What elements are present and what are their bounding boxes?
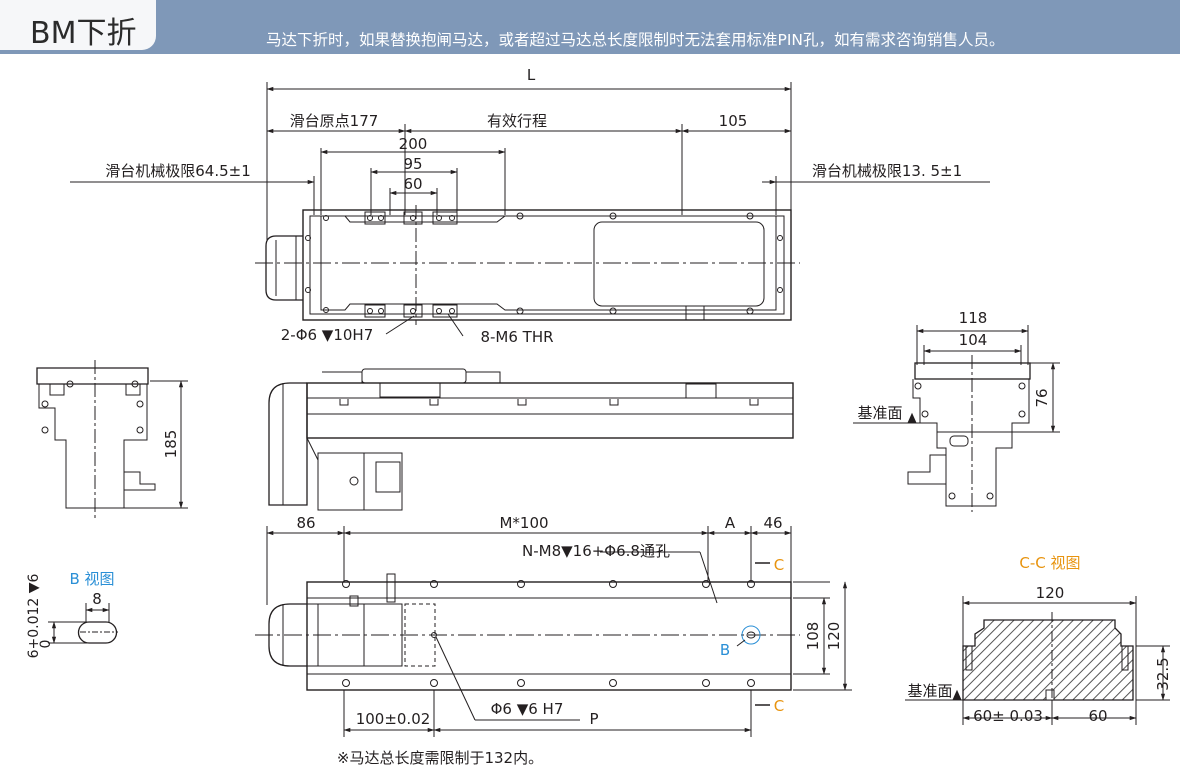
view-mark-b: B: [720, 641, 730, 659]
cc-dim-120: 120: [1036, 584, 1065, 602]
section-mark-c-top: C: [774, 556, 784, 574]
dim-200: 200: [399, 135, 428, 153]
datum-label-right: 基准面: [857, 404, 902, 422]
dim-m100: M*100: [499, 514, 548, 532]
section-mark-c-bottom: C: [774, 697, 784, 715]
dim-185: 185: [162, 430, 180, 459]
bottom-view-labels: 86 M*100 A 46 N-M8▼16+Φ6.8通孔 C C B Φ6 ▼6…: [296, 514, 784, 767]
cc-dim-60-tol: 60± 0.03: [973, 707, 1043, 725]
pin-callout: 2-Φ6 ▼10H7: [281, 326, 374, 344]
b-view-dim-8: 8: [92, 590, 102, 608]
motor-length-note: ※马达总长度需限制于132内。: [337, 749, 543, 767]
dim-P: P: [589, 710, 598, 728]
dim-95: 95: [403, 155, 422, 173]
cc-datum-label: 基准面: [907, 682, 952, 700]
header-note: 马达下折时，如果替换抱闸马达，或者超过马达总长度限制时无法套用标准PIN孔，如有…: [266, 31, 1005, 49]
page-title: BM下折: [30, 16, 137, 51]
cc-view: [905, 596, 1170, 725]
dim-118: 118: [959, 309, 988, 327]
dim-86: 86: [296, 514, 315, 532]
right-end-view: [853, 325, 1060, 512]
side-view: [268, 368, 794, 511]
dim-104: 104: [959, 331, 988, 349]
right-end-labels: 118 104 基准面: [857, 309, 987, 422]
cc-view-title: C-C 视图: [1019, 554, 1080, 572]
dim-108: 108: [804, 622, 822, 651]
top-view-labels: L 滑台原点177 有效行程 105 200 95 60 滑台机械极限64.5±…: [105, 66, 962, 346]
b-view: [48, 603, 118, 644]
pin-hole-callout: Φ6 ▼6 H7: [491, 700, 564, 718]
dim-100: 100±0.02: [356, 710, 431, 728]
cc-dim-32-5: 32.5: [1154, 657, 1172, 690]
mech-limit-right: 滑台机械极限13. 5±1: [812, 162, 962, 180]
dim-120-bottom: 120: [825, 622, 843, 651]
dim-76: 76: [1033, 388, 1051, 407]
dim-stroke: 有效行程: [487, 112, 547, 130]
holes-callout: N-M8▼16+Φ6.8通孔: [522, 542, 670, 560]
cc-dim-60: 60: [1088, 707, 1107, 725]
dim-60: 60: [403, 175, 422, 193]
title-tab: BM下折: [0, 0, 156, 51]
dim-A: A: [725, 514, 736, 532]
b-view-tol: 6+0.012 ▼6: [26, 573, 42, 658]
bottom-view: [255, 526, 852, 737]
b-view-title: B 视图: [69, 570, 114, 588]
mech-limit-left: 滑台机械极限64.5±1: [105, 162, 251, 180]
dim-L: L: [527, 66, 536, 84]
dim-105: 105: [719, 112, 748, 130]
top-view: [70, 82, 990, 337]
b-view-zero: 0: [38, 640, 54, 649]
thread-callout: 8-M6 THR: [480, 328, 553, 346]
dim-slider-origin: 滑台原点177: [290, 112, 379, 130]
header-bar: [0, 0, 1180, 54]
dim-46: 46: [763, 514, 782, 532]
left-end-view: [36, 360, 188, 520]
